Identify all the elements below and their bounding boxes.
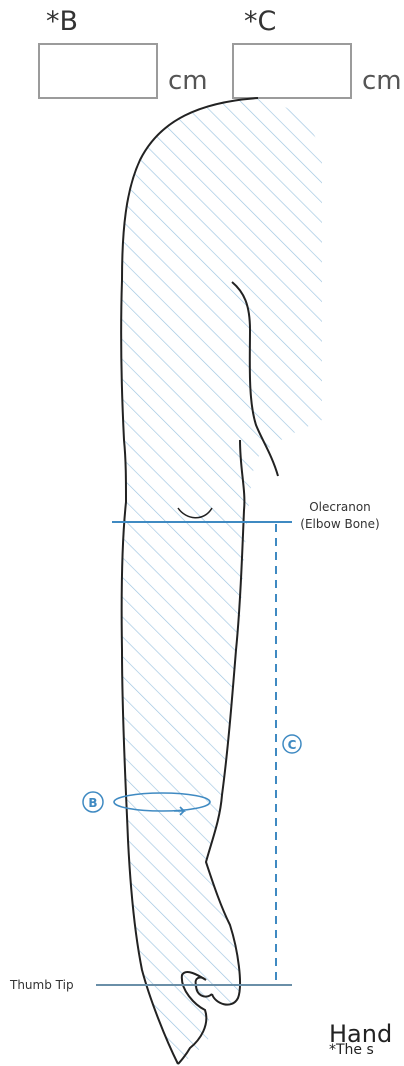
footnote-text: *The s (329, 1042, 374, 1058)
olecranon-label-2: (Elbow Bone) (300, 517, 379, 531)
marker-b-label: B (88, 796, 97, 810)
arm-hatch-fill (0, 90, 404, 1066)
olecranon-label-1: Olecranon (309, 500, 371, 514)
marker-c-label: C (288, 738, 297, 752)
thumb-tip-label: Thumb Tip (9, 978, 74, 992)
